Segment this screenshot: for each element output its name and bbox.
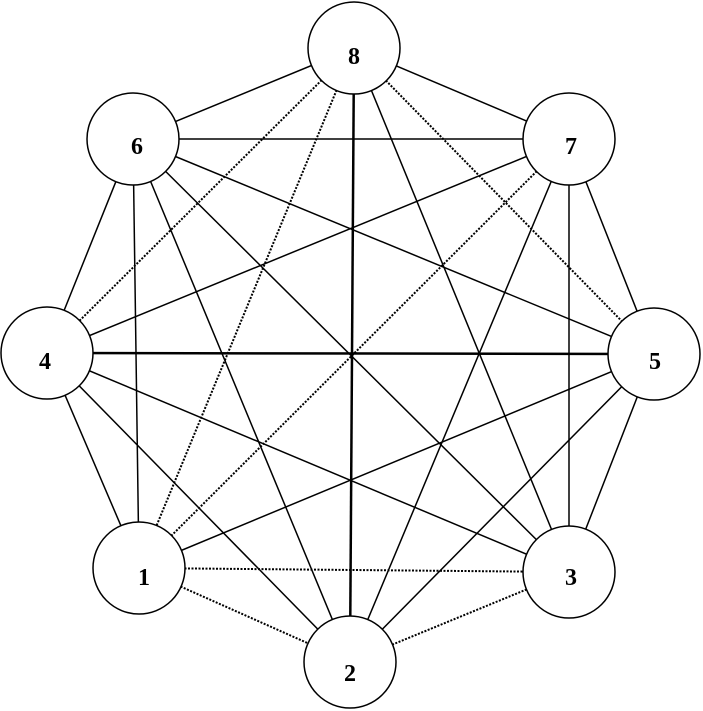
node-4-circle bbox=[0, 306, 94, 400]
node-3-circle bbox=[522, 525, 616, 619]
edge-4-5 bbox=[46, 351, 655, 356]
node-5: 5 bbox=[607, 307, 701, 401]
edge-8-5 bbox=[353, 47, 655, 355]
node-8-circle bbox=[307, 1, 401, 95]
node-1-circle bbox=[92, 521, 186, 615]
node-1-label: 1 bbox=[138, 565, 150, 591]
node-2-label: 2 bbox=[344, 661, 356, 687]
edge-4-2 bbox=[46, 352, 351, 663]
node-3: 3 bbox=[522, 525, 616, 619]
node-3-label: 3 bbox=[565, 565, 577, 591]
node-6: 6 bbox=[86, 92, 180, 186]
node-5-label: 5 bbox=[649, 349, 661, 375]
edges-layer bbox=[46, 47, 655, 663]
node-2: 2 bbox=[303, 615, 397, 709]
node-6-label: 6 bbox=[131, 134, 143, 160]
edge-8-1 bbox=[138, 47, 355, 569]
edge-8-3 bbox=[353, 47, 570, 573]
edge-7-2 bbox=[349, 138, 570, 663]
edge-1-3 bbox=[138, 567, 570, 573]
edge-5-1 bbox=[138, 353, 655, 569]
edge-5-2 bbox=[349, 353, 655, 663]
edge-6-2 bbox=[132, 138, 351, 663]
node-8-label: 8 bbox=[348, 44, 360, 70]
edge-6-5 bbox=[132, 138, 655, 355]
node-8: 8 bbox=[307, 1, 401, 95]
node-4-label: 4 bbox=[39, 349, 51, 375]
node-4: 4 bbox=[0, 306, 94, 400]
node-2-circle bbox=[303, 615, 397, 709]
edge-7-4 bbox=[46, 138, 570, 354]
edge-8-4 bbox=[46, 47, 355, 354]
node-7-label: 7 bbox=[565, 134, 577, 160]
node-7: 7 bbox=[522, 92, 616, 186]
edge-6-3 bbox=[132, 138, 570, 573]
node-5-circle bbox=[607, 307, 701, 401]
edge-4-3 bbox=[46, 352, 570, 573]
node-1: 1 bbox=[92, 521, 186, 615]
node-7-circle bbox=[522, 92, 616, 186]
node-6-circle bbox=[86, 92, 180, 186]
